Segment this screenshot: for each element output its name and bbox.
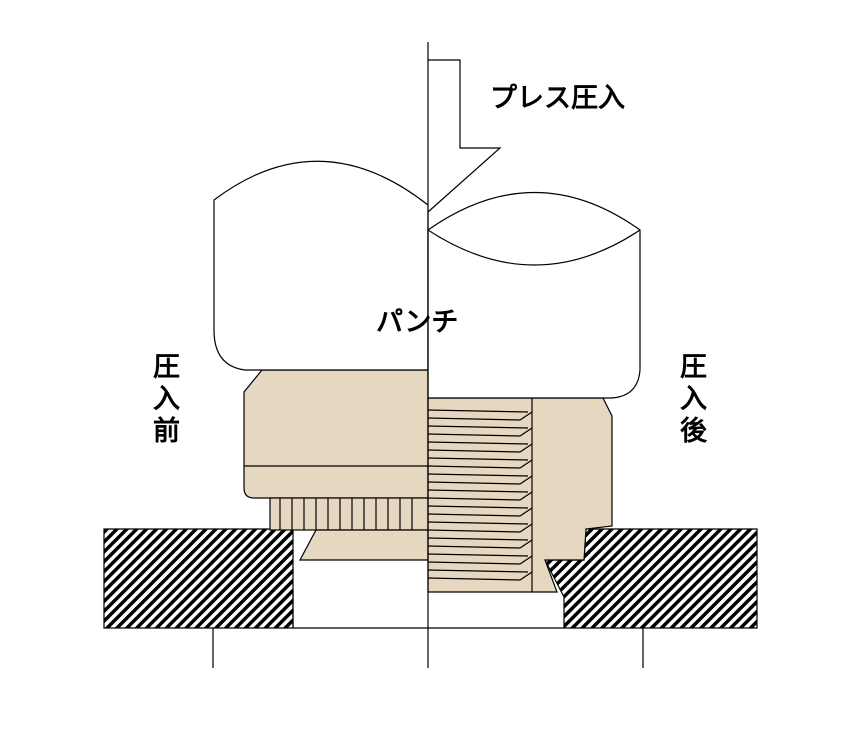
svg-text:圧: 圧 — [680, 352, 707, 383]
before-fit-label: 圧 入 前 — [153, 352, 180, 447]
nut-before-knurl — [269, 497, 429, 531]
punch-label: パンチ — [376, 307, 458, 338]
svg-text:入: 入 — [680, 384, 707, 415]
after-fit-label: 圧 入 後 — [680, 352, 708, 447]
punch-body-right — [427, 191, 641, 399]
punch-body — [213, 160, 429, 371]
svg-text:入: 入 — [153, 384, 180, 415]
nut-before-body — [243, 369, 429, 499]
base-plate-left — [103, 528, 294, 629]
press-fit-label: プレス圧入 — [490, 83, 625, 114]
knurl-lines — [279, 498, 413, 530]
nut-before-pilot — [299, 529, 429, 561]
nut-after-body — [427, 397, 613, 593]
nut-after-thread — [427, 398, 533, 592]
press-arrow-icon — [427, 59, 502, 213]
svg-text:圧: 圧 — [153, 352, 180, 383]
svg-text:前: 前 — [153, 415, 180, 447]
punch-lens-lower — [427, 229, 641, 266]
svg-text:後: 後 — [680, 416, 708, 447]
